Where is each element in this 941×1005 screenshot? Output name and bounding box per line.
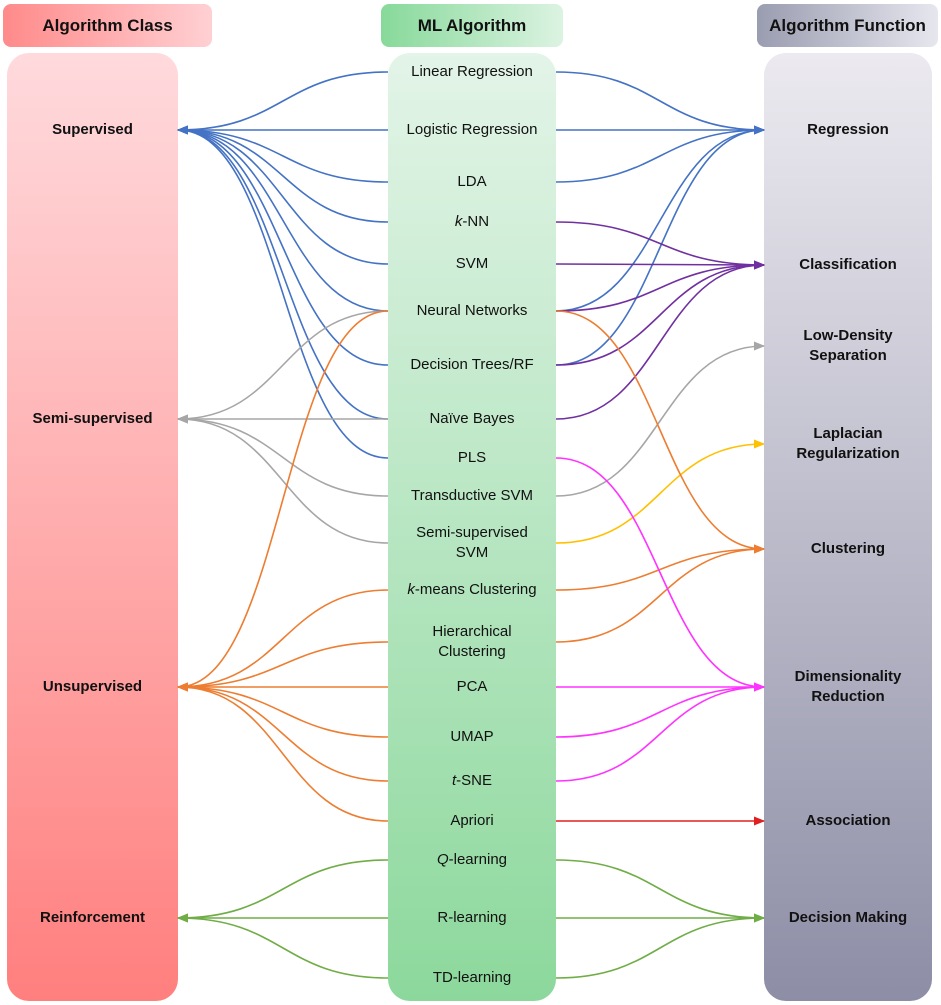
class-unsupervised: Unsupervised bbox=[42, 678, 143, 695]
link-knn-classification bbox=[555, 221, 766, 270]
function-clustering: Clustering bbox=[810, 540, 886, 557]
link-supervised-knn bbox=[176, 125, 389, 223]
ml-algorithm-header: ML Algorithm bbox=[381, 4, 563, 47]
link-unsupervised-neural_networks bbox=[176, 310, 389, 692]
link-naive_bayes-classification bbox=[555, 260, 766, 420]
link-unsupervised-apriori bbox=[176, 682, 389, 822]
algo-logistic-regression: Logistic Regression bbox=[406, 121, 538, 138]
algorithm-class-column bbox=[7, 53, 178, 1001]
link-unsupervised-kmeans bbox=[176, 589, 389, 692]
link-supervised-decision_trees bbox=[176, 125, 389, 366]
class-supervised: Supervised bbox=[52, 121, 133, 138]
algo-td-learning: TD-learning bbox=[432, 969, 512, 986]
link-hierarchical_clustering-clustering bbox=[555, 544, 766, 643]
link-transductive_svm-low_density_separation bbox=[555, 341, 766, 497]
link-decision_trees-regression bbox=[555, 125, 766, 366]
link-semi_supervised-neural_networks bbox=[176, 310, 389, 424]
function-decision-making: Decision Making bbox=[788, 909, 908, 926]
algo-q-learning: Q-learning bbox=[436, 851, 508, 868]
link-pls-dimensionality_reduction bbox=[555, 457, 766, 692]
link-decision_trees-classification bbox=[555, 260, 766, 366]
algo-apriori: Apriori bbox=[450, 812, 494, 829]
link-supervised-svm bbox=[176, 125, 389, 265]
link-neural_networks-classification bbox=[555, 260, 766, 312]
algo-neural-networks: Neural Networks bbox=[416, 302, 528, 319]
link-neural_networks-clustering bbox=[555, 310, 766, 554]
algo-decision-trees: Decision Trees/RF bbox=[410, 356, 534, 373]
link-linear_regression-regression bbox=[555, 71, 766, 135]
algorithm-class-header: Algorithm Class bbox=[3, 4, 212, 47]
link-reinforcement-q_learning bbox=[176, 859, 389, 923]
link-supervised-lda bbox=[176, 125, 389, 183]
link-unsupervised-umap bbox=[176, 682, 389, 738]
link-tsne-dimensionality_reduction bbox=[555, 682, 766, 782]
link-neural_networks-regression bbox=[555, 125, 766, 312]
link-semi_supervised-transductive_svm bbox=[176, 414, 389, 497]
algo-naive-bayes: Naïve Bayes bbox=[429, 410, 515, 427]
algo-r-learning: R-learning bbox=[437, 909, 507, 926]
algo-kmeans-clustering: k-means Clustering bbox=[407, 581, 537, 598]
algo-tsne: t-SNE bbox=[451, 772, 492, 789]
link-supervised-naive_bayes bbox=[176, 125, 389, 420]
algo-lda: LDA bbox=[457, 173, 487, 190]
link-semi_supervised-semi_supervised_svm bbox=[176, 414, 389, 544]
algo-svm: SVM bbox=[455, 255, 489, 272]
algo-umap: UMAP bbox=[450, 728, 494, 745]
link-umap-dimensionality_reduction bbox=[555, 682, 766, 738]
algo-knn: k-NN bbox=[454, 213, 490, 230]
link-semi_supervised_svm-laplacian_regularization bbox=[555, 439, 766, 544]
algo-pca: PCA bbox=[456, 678, 488, 695]
link-reinforcement-td_learning bbox=[176, 913, 389, 979]
link-q_learning-decision_making bbox=[555, 859, 766, 923]
class-semi-supervised: Semi-supervised bbox=[32, 410, 153, 427]
algo-pls: PLS bbox=[457, 449, 487, 466]
link-supervised-neural_networks bbox=[176, 125, 389, 312]
link-unsupervised-hierarchical_clustering bbox=[176, 641, 389, 692]
function-classification: Classification bbox=[799, 256, 897, 273]
ml-algorithm-column bbox=[388, 53, 556, 1001]
function-regression: Regression bbox=[807, 121, 889, 138]
link-kmeans-clustering bbox=[555, 544, 766, 591]
link-td_learning-decision_making bbox=[555, 913, 766, 979]
function-association: Association bbox=[805, 812, 891, 829]
link-svm-classification bbox=[555, 260, 766, 270]
class-reinforcement: Reinforcement bbox=[39, 909, 146, 926]
link-lda-regression bbox=[555, 125, 766, 183]
link-supervised-pls bbox=[176, 125, 389, 459]
algo-transductive-svm: Transductive SVM bbox=[411, 487, 533, 504]
algorithm-function-header: Algorithm Function bbox=[757, 4, 938, 47]
link-unsupervised-tsne bbox=[176, 682, 389, 782]
link-supervised-linear_regression bbox=[176, 71, 389, 135]
algorithm-function-column bbox=[764, 53, 932, 1001]
algo-linear-regression: Linear Regression bbox=[411, 63, 533, 80]
